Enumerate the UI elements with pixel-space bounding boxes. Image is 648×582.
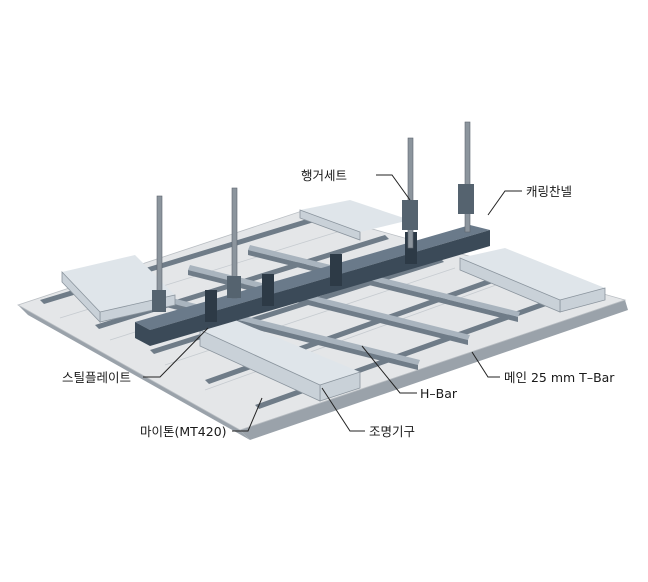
hanger-set-label: 행거세트 [301, 168, 347, 183]
steel-plate-label: 스틸플레이트 [62, 370, 131, 385]
light-fixture-label: 조명기구 [369, 424, 415, 439]
callout-labels: 행거세트 캐링찬넬 스틸플레이트 H–Bar 메인 25 mm T–Bar 마이… [62, 168, 615, 439]
mitone-label: 마이톤(MT420) [140, 424, 227, 439]
light-fixtures [61, 200, 606, 402]
main-t-bar-label: 메인 25 mm T–Bar [504, 370, 615, 385]
h-bar-label: H–Bar [420, 386, 458, 401]
hanger-sets [152, 121, 474, 312]
callout-leaders [143, 174, 522, 432]
carrying-channel-label: 캐링찬넬 [526, 184, 572, 199]
